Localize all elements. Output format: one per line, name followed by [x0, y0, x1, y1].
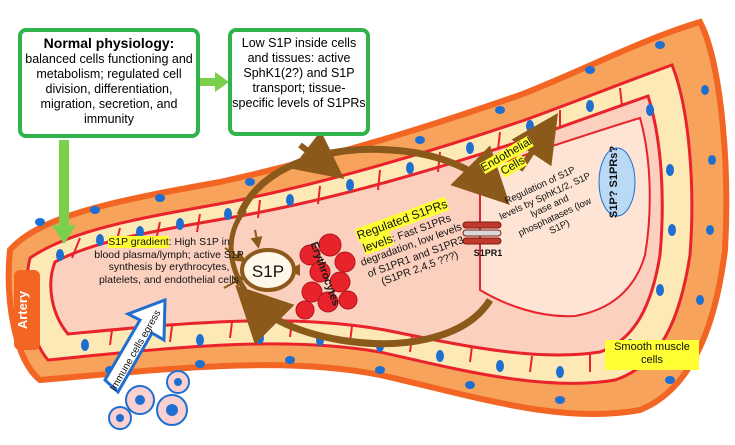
erythrocytes-cluster: [295, 233, 358, 320]
green-right-arrow-head: [215, 72, 229, 92]
smooth-muscle-text: Smooth muscle cells: [607, 341, 697, 367]
circulation-arrow-bottom: [235, 285, 493, 348]
green-down-arrow-head: [52, 225, 76, 244]
s1prs-question-ellipse: [598, 147, 636, 217]
s1p-center-ellipse: [240, 248, 296, 292]
circulation-arrow-top: [236, 145, 510, 217]
low-s1p-box: Low S1P inside cells and tissues: active…: [228, 28, 370, 136]
artery-label: Artery: [15, 290, 30, 329]
smooth-muscle-bg: [605, 340, 699, 370]
artery-label-bg: [14, 270, 40, 350]
s1p-center-label: S1P: [252, 262, 284, 281]
normal-physiology-body: balanced cells functioning and metabolis…: [25, 52, 193, 126]
immune-nuclei: [116, 378, 182, 422]
s1p-gradient-title: S1P gradient: [108, 236, 169, 248]
low-s1p-body: Low S1P inside cells and tissues: active…: [232, 36, 366, 110]
smooth-muscle-label: Smooth muscle cells: [614, 341, 690, 366]
immune-egress-arrow: [103, 297, 167, 395]
s1pr1-label: S1PR1: [474, 248, 503, 258]
s1prs-question-label: S1P? S1PRs?: [608, 146, 620, 218]
normal-physiology-title: Normal physiology:: [43, 35, 175, 51]
arrow-from-low-box: [291, 130, 345, 179]
normal-physiology-box: Normal physiology: balanced cells functi…: [18, 28, 200, 138]
s1pr1-receptor: [462, 221, 502, 245]
s1p-gradient-body: : High S1P in blood plasma/lymph; active…: [94, 236, 244, 286]
s1p-gradient-text: S1P gradient: High S1P in blood plasma/l…: [94, 236, 244, 286]
